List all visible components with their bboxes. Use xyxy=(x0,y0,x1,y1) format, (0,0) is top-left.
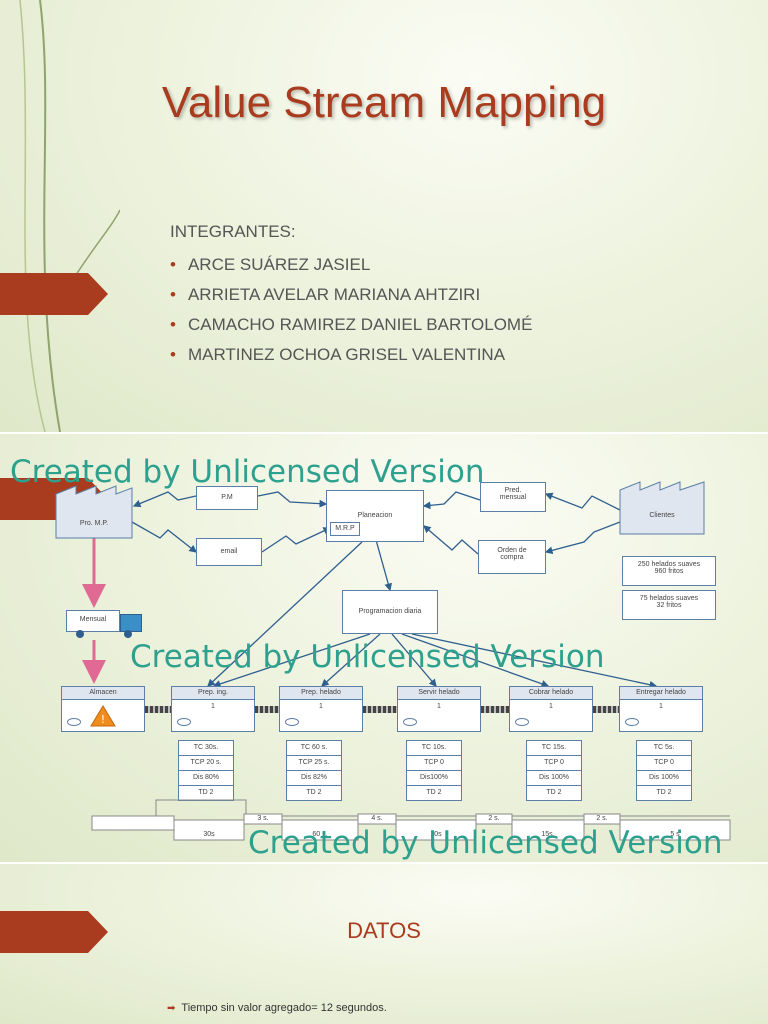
mrp-box: M.R.P xyxy=(330,522,360,536)
timeline-time: 5 s xyxy=(670,831,680,838)
list-item: ➡Tiempo sin valor agregado= 12 segundos. xyxy=(167,1002,387,1014)
operator-icon xyxy=(403,718,417,726)
list-item: •ARCE SUÁREZ JASIEL xyxy=(170,255,371,274)
timeline-time: 30s xyxy=(203,831,215,838)
push-arrow xyxy=(145,706,171,713)
bullet-icon: • xyxy=(170,315,176,334)
operator-icon xyxy=(285,718,299,726)
demand-box-2: 75 helados suaves 32 fritos xyxy=(622,590,716,620)
team-heading: INTEGRANTES: xyxy=(170,222,296,241)
slide-title: Value Stream Mapping INTEGRANTES: •ARCE … xyxy=(0,0,768,432)
operator-icon xyxy=(625,718,639,726)
process-box: Entregar helado 1 xyxy=(619,686,703,732)
bullet-icon: • xyxy=(170,345,176,364)
svg-text:!: ! xyxy=(101,713,105,726)
process-box: Prep. ing. 1 xyxy=(171,686,255,732)
data-box: TC 15s. TCP 0 Dis 100% TD 2 xyxy=(526,740,582,801)
email-box: email xyxy=(196,538,262,566)
page-title: Value Stream Mapping xyxy=(161,78,607,127)
watermark: Created by Unlicensed Version xyxy=(130,639,605,675)
data-box: TC 10s. TCP 0 Dis100% TD 2 xyxy=(406,740,462,801)
list-item: •CAMACHO RAMIREZ DANIEL BARTOLOMÉ xyxy=(170,315,533,334)
process-box: Servir helado 1 xyxy=(397,686,481,732)
accent-tab xyxy=(0,911,108,953)
warning-icon: ! xyxy=(90,705,116,727)
slide-separator xyxy=(0,432,768,434)
push-arrow xyxy=(363,706,397,713)
push-arrow xyxy=(255,706,279,713)
timeline-time: 10s xyxy=(430,831,442,838)
timeline-wait: 4 s. xyxy=(371,815,383,822)
operator-icon xyxy=(177,718,191,726)
bullet-icon: • xyxy=(170,285,176,304)
data-box: TC 60 s. TCP 25 s. Dis 82% TD 2 xyxy=(286,740,342,801)
process-box: Cobrar helado 1 xyxy=(509,686,593,732)
customer-factory-icon xyxy=(619,481,705,535)
list-item: •ARRIETA AVELAR MARIANA AHTZIRI xyxy=(170,285,481,304)
data-box: TC 5s. TCP 0 Dis 100% TD 2 xyxy=(636,740,692,801)
truck-icon: Mensual xyxy=(66,610,144,638)
timeline-time: 60 s. xyxy=(312,831,328,838)
demand-box-1: 250 helados suaves 960 fritos xyxy=(622,556,716,586)
push-arrow xyxy=(593,706,619,713)
supplier-factory-icon xyxy=(55,485,133,539)
process-box: Prep. helado 1 xyxy=(279,686,363,732)
supplier-label: Pro. M.P. xyxy=(79,520,109,527)
timeline xyxy=(91,799,731,841)
watermark: Created by Unlicensed Version xyxy=(10,454,485,490)
bullet-icon: • xyxy=(170,255,176,274)
slide-separator xyxy=(0,862,768,864)
process-box: Almacen ! xyxy=(61,686,145,732)
timeline-wait: 3 s. xyxy=(257,815,269,822)
timeline-time: 15s. xyxy=(541,831,555,838)
timeline-wait: 2 s. xyxy=(596,815,608,822)
decorative-vines xyxy=(19,0,120,432)
pm-box: P.M xyxy=(196,486,258,510)
push-arrow xyxy=(481,706,509,713)
timeline-wait: 2 s. xyxy=(488,815,500,822)
diagram-connectors xyxy=(55,481,705,689)
forecast-box: Pred. mensual xyxy=(480,482,546,512)
purchase-order-box: Orden de compra xyxy=(478,540,546,574)
section-title: DATOS xyxy=(347,918,421,943)
watermark: Created by Unlicensed Version xyxy=(248,825,723,861)
slide-vsm-diagram: Pro. M.P. Clientes P.M email Planeacion … xyxy=(0,434,768,862)
list-item: •MARTINEZ OCHOA GRISEL VALENTINA xyxy=(170,345,506,364)
customer-label: Clientes xyxy=(649,512,675,519)
team-list: •ARCE SUÁREZ JASIEL •ARRIETA AVELAR MARI… xyxy=(170,250,532,370)
arrow-bullet-icon: ➡ xyxy=(167,1003,176,1014)
data-box: TC 30s. TCP 20 s. Dis 80% TD 2 xyxy=(178,740,234,801)
operator-icon xyxy=(515,718,529,726)
operator-icon xyxy=(67,718,81,726)
daily-schedule-box: Programacion diaria xyxy=(342,590,438,634)
accent-tab xyxy=(0,273,108,315)
slide-datos xyxy=(0,864,768,1024)
